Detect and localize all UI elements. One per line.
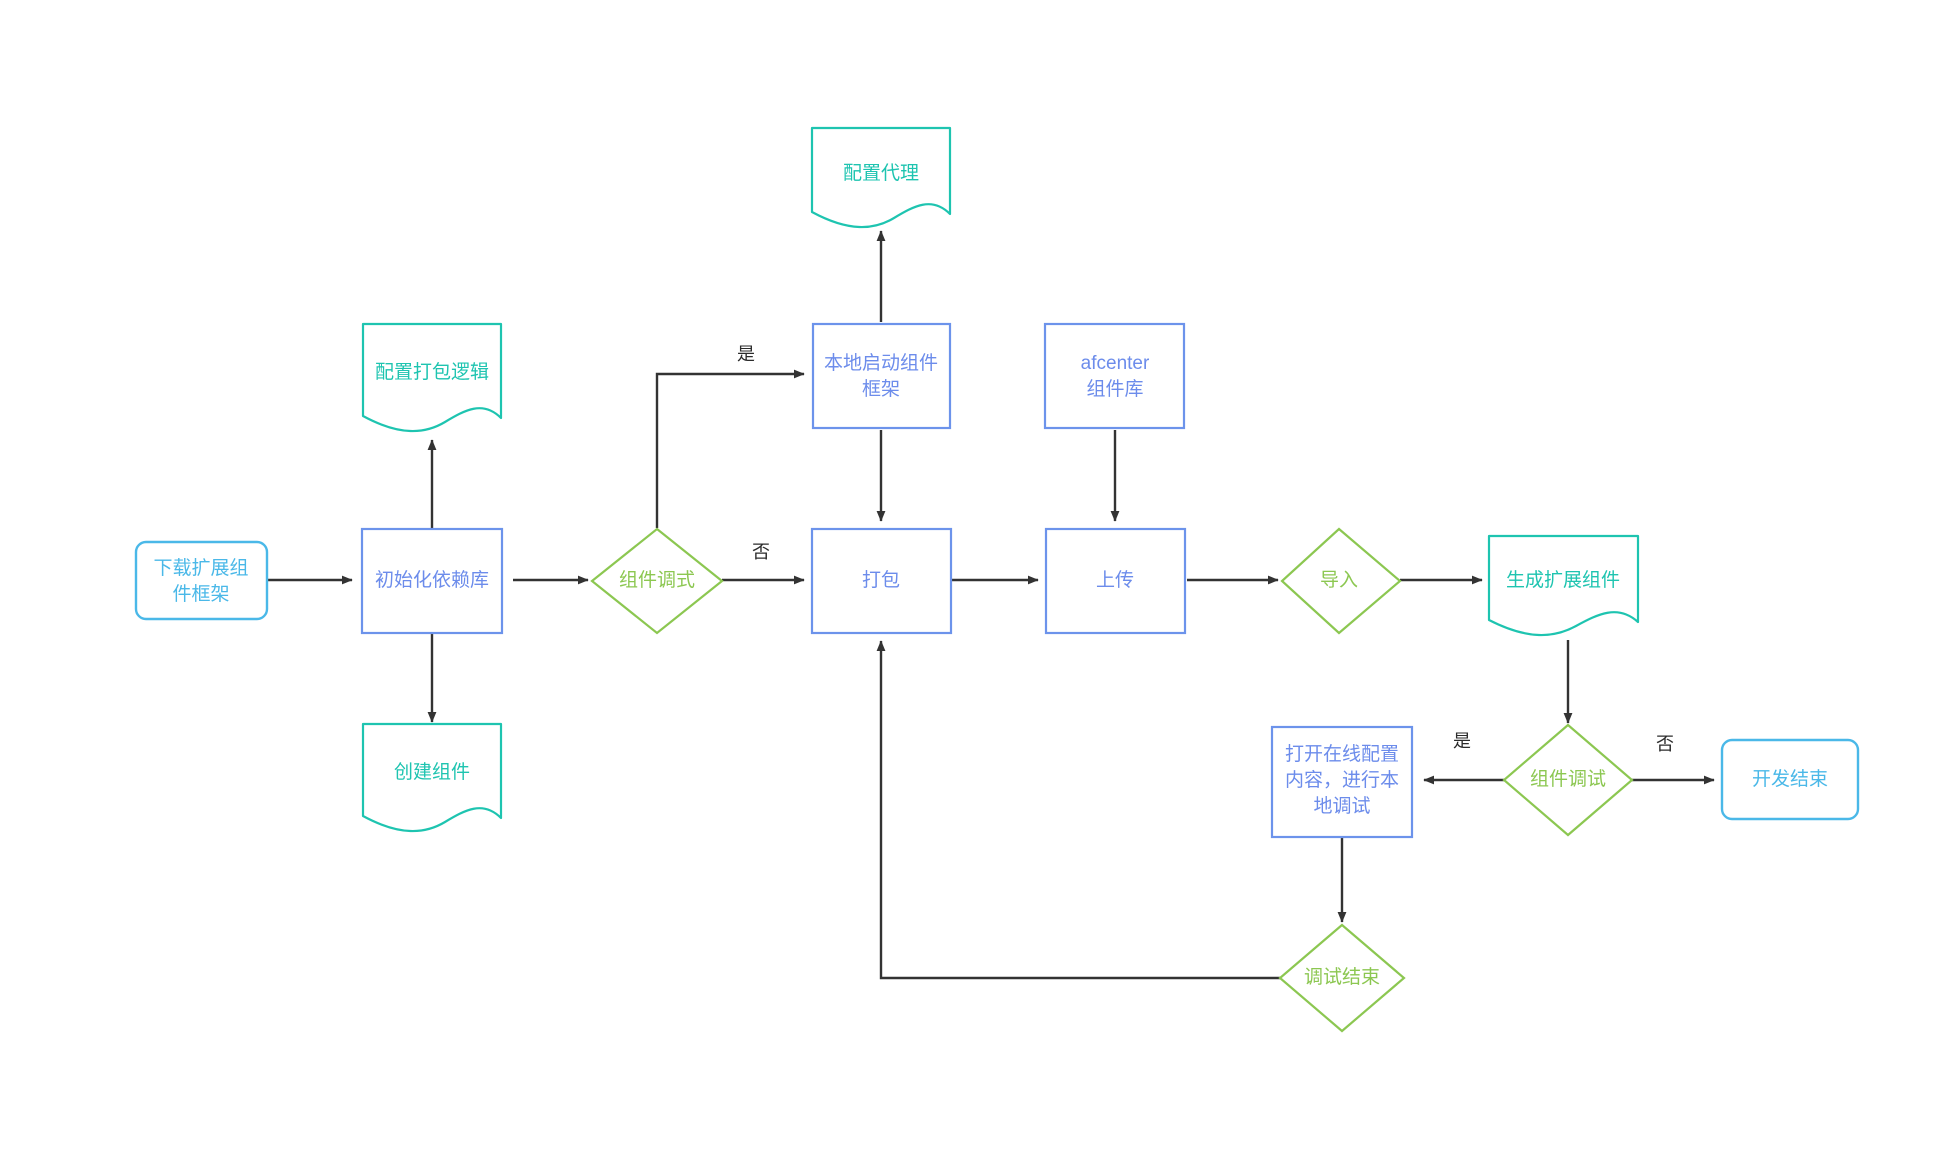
node-component-debug-mode[interactable]: 组件调式 bbox=[590, 527, 724, 635]
node-config-pack-logic-label: 配置打包逻辑 bbox=[375, 361, 489, 383]
node-open-online-config-label-line1: 打开在线配置 bbox=[1285, 743, 1399, 765]
node-component-debug[interactable]: 组件调试 bbox=[1502, 723, 1634, 837]
node-create-component-shape[interactable] bbox=[361, 722, 503, 833]
node-config-proxy-label: 配置代理 bbox=[843, 162, 919, 184]
node-download-framework-label-line2: 件框架 bbox=[172, 583, 229, 605]
node-init-deps-label: 初始化依赖库 bbox=[375, 569, 489, 591]
node-local-start-framework[interactable]: 本地启动组件 框架 bbox=[811, 322, 952, 430]
node-debug-end-label: 调试结束 bbox=[1304, 966, 1380, 988]
edge-debug-end-loopback-to-package bbox=[876, 640, 1283, 980]
node-config-pack-logic-shape[interactable] bbox=[361, 322, 503, 433]
node-component-debug-shape[interactable] bbox=[1502, 723, 1634, 837]
node-afcenter-repo-shape[interactable] bbox=[1043, 322, 1186, 430]
node-init-deps[interactable]: 初始化依赖库 bbox=[360, 527, 504, 635]
node-open-online-config-shape[interactable] bbox=[1270, 725, 1414, 839]
node-upload[interactable]: 上传 bbox=[1044, 527, 1187, 635]
edge-label-debug-no: 否 bbox=[1656, 734, 1674, 754]
edge-debug-mode-yes-to-local-start bbox=[655, 369, 805, 528]
edge-label-debug-mode-no: 否 bbox=[752, 542, 770, 562]
node-debug-end-shape[interactable] bbox=[1278, 923, 1406, 1033]
node-dev-end[interactable]: 开发结束 bbox=[1720, 738, 1860, 821]
node-package-shape[interactable] bbox=[810, 527, 953, 635]
node-dev-end-shape[interactable] bbox=[1720, 738, 1860, 821]
node-init-deps-shape[interactable] bbox=[360, 527, 504, 635]
node-component-debug-label: 组件调试 bbox=[1530, 768, 1606, 790]
edge-label-debug-yes: 是 bbox=[1453, 731, 1471, 751]
node-import-label: 导入 bbox=[1320, 570, 1358, 591]
node-upload-label: 上传 bbox=[1096, 569, 1134, 591]
node-generate-extension[interactable]: 生成扩展组件 bbox=[1487, 534, 1640, 637]
node-create-component[interactable]: 创建组件 bbox=[361, 722, 503, 833]
node-afcenter-repo-label-line2: 组件库 bbox=[1086, 378, 1143, 400]
edge-label-debug-mode-yes: 是 bbox=[737, 344, 755, 364]
node-config-pack-logic[interactable]: 配置打包逻辑 bbox=[361, 322, 503, 433]
node-open-online-config-label-line2: 内容，进行本 bbox=[1285, 769, 1399, 791]
node-create-component-label: 创建组件 bbox=[394, 761, 470, 783]
node-import[interactable]: 导入 bbox=[1280, 527, 1402, 635]
node-local-start-framework-label-line1: 本地启动组件 bbox=[824, 352, 938, 374]
node-upload-shape[interactable] bbox=[1044, 527, 1187, 635]
node-import-shape[interactable] bbox=[1280, 527, 1402, 635]
node-generate-extension-shape[interactable] bbox=[1487, 534, 1640, 637]
node-download-framework[interactable]: 下载扩展组 件框架 bbox=[134, 540, 269, 621]
node-config-proxy-shape[interactable] bbox=[810, 126, 952, 229]
node-component-debug-mode-label: 组件调式 bbox=[619, 569, 695, 591]
node-local-start-framework-shape[interactable] bbox=[811, 322, 952, 430]
node-download-framework-shape[interactable] bbox=[134, 540, 269, 621]
node-open-online-config[interactable]: 打开在线配置 内容，进行本 地调试 bbox=[1270, 725, 1414, 839]
node-open-online-config-label-line3: 地调试 bbox=[1313, 795, 1370, 817]
node-package[interactable]: 打包 bbox=[810, 527, 953, 635]
node-download-framework-label-line1: 下载扩展组 bbox=[153, 557, 248, 579]
edge-labels: 是 否 是 否 bbox=[737, 344, 1674, 754]
node-local-start-framework-label-line2: 框架 bbox=[862, 378, 900, 400]
node-generate-extension-label: 生成扩展组件 bbox=[1506, 569, 1620, 591]
node-afcenter-repo-label-line1: afcenter bbox=[1081, 353, 1150, 374]
connectors bbox=[268, 230, 1715, 980]
node-package-label: 打包 bbox=[862, 569, 900, 591]
node-afcenter-repo[interactable]: afcenter 组件库 bbox=[1043, 322, 1186, 430]
node-dev-end-label: 开发结束 bbox=[1752, 768, 1828, 790]
node-component-debug-mode-shape[interactable] bbox=[590, 527, 724, 635]
node-debug-end[interactable]: 调试结束 bbox=[1278, 923, 1406, 1033]
node-config-proxy[interactable]: 配置代理 bbox=[810, 126, 952, 229]
